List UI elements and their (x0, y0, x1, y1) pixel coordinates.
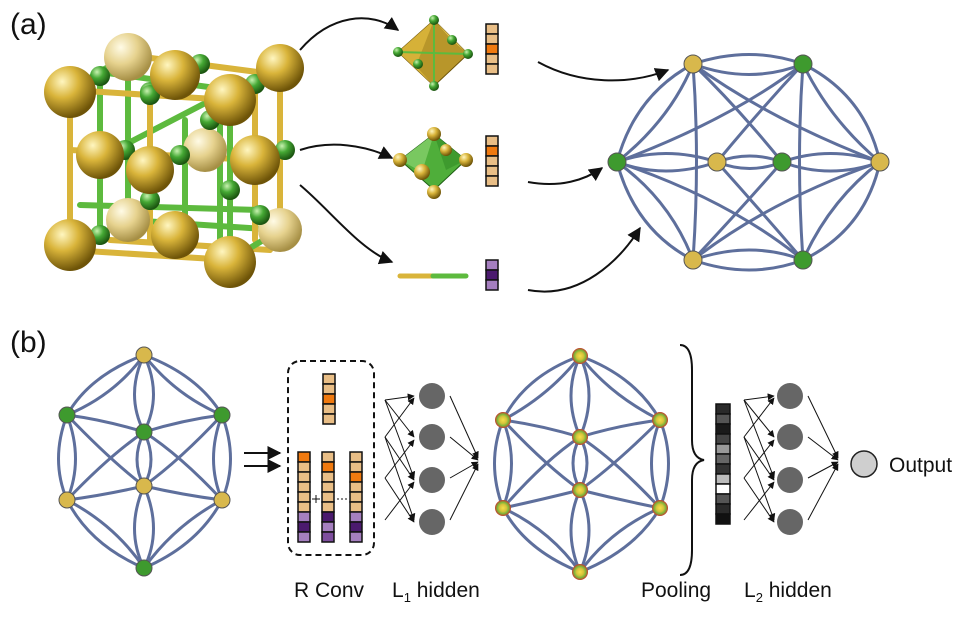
graph-arrows (527, 61, 670, 293)
pooling-label: Pooling (641, 579, 711, 602)
crystal-graph-a (615, 53, 882, 272)
l2-hidden-text: hidden (763, 579, 832, 602)
crystal-structure-icon (44, 33, 304, 288)
l1-hidden-label: L1 hidden (392, 579, 480, 605)
double-arrow-icon (244, 446, 282, 473)
pooling-brace (679, 344, 705, 576)
feature-vector-1 (485, 23, 499, 75)
rconv-box (287, 360, 375, 556)
l2-letter: L (744, 579, 756, 602)
updated-graph-nodes (495, 348, 668, 580)
gold-octahedron-icon (393, 15, 473, 91)
rconv-label: R Conv (294, 579, 365, 602)
panel-label-b: (b) (10, 326, 47, 359)
green-octahedron-icon (393, 127, 473, 199)
l1-network (384, 383, 479, 535)
l1-subscript: 1 (404, 590, 411, 605)
l1-letter: L (392, 579, 404, 602)
plus-icon (312, 495, 320, 503)
concat-vector-2 (321, 451, 335, 543)
output-label: Output (889, 454, 952, 477)
l1-hidden-text: hidden (411, 579, 480, 602)
output-node (850, 450, 878, 478)
l2-subscript: 2 (756, 590, 763, 605)
pooled-vector (715, 403, 731, 525)
graph-b-nodes (58, 346, 231, 577)
feature-vector-3 (485, 259, 499, 291)
panel-label-a: (a) (10, 8, 47, 41)
updated-graph (493, 354, 670, 574)
graph-a-nodes (607, 54, 890, 270)
concat-vector-3 (349, 451, 363, 543)
concat-vector-1 (297, 451, 311, 543)
l2-network (743, 383, 839, 535)
l2-hidden-label: L2 hidden (744, 579, 832, 605)
crystal-arrows (299, 16, 400, 265)
feature-vector-2 (485, 135, 499, 187)
crystal-graph-b (57, 353, 232, 570)
